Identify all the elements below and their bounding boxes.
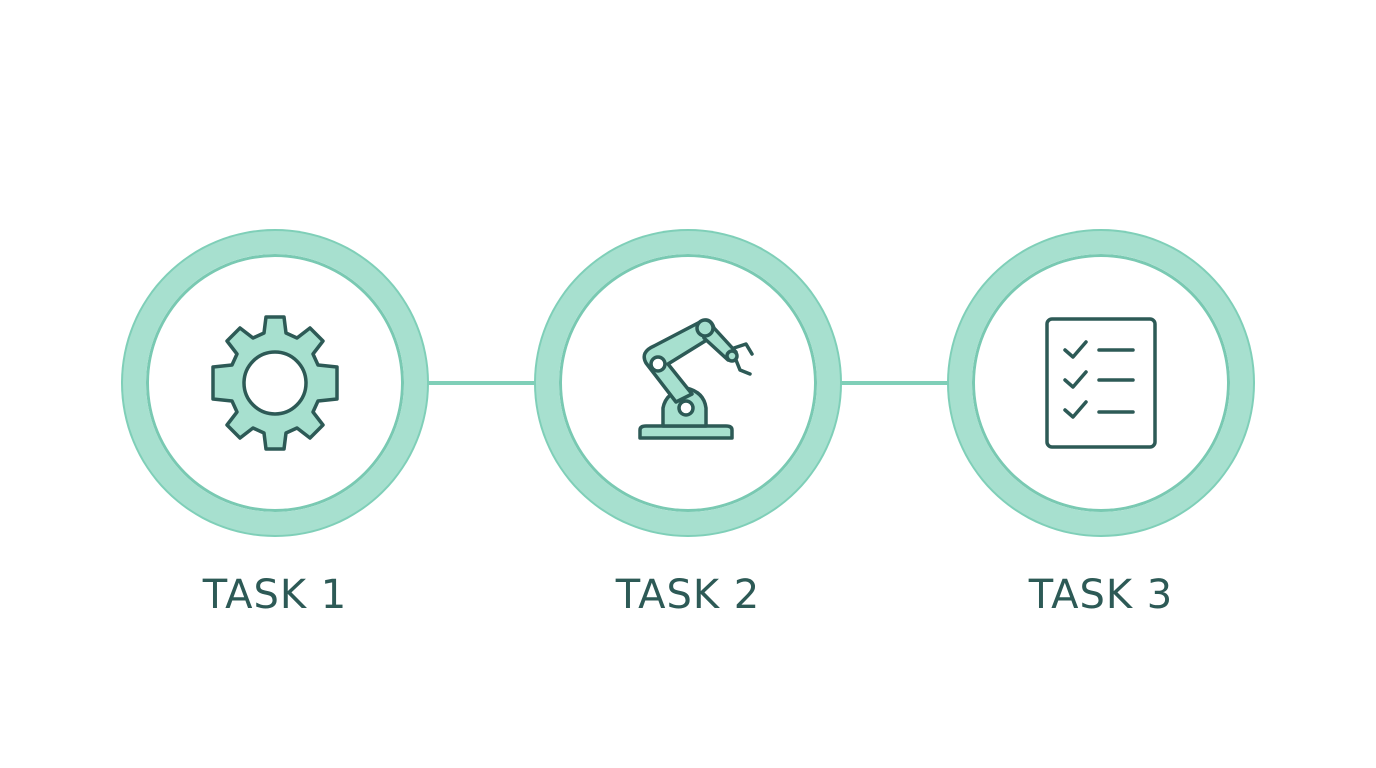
connector-2-3 [838,381,953,385]
step-2-circle [536,231,840,535]
step-3-label: TASK 3 [1028,572,1174,618]
checklist-icon [1045,317,1157,449]
step-3-circle [949,231,1253,535]
step-2-label: TASK 2 [615,572,761,618]
robot-arm-icon [638,318,754,440]
step-1-circle [123,231,427,535]
connector-1-2 [425,381,540,385]
gear-icon [211,315,339,451]
step-1-label: TASK 1 [202,572,348,618]
